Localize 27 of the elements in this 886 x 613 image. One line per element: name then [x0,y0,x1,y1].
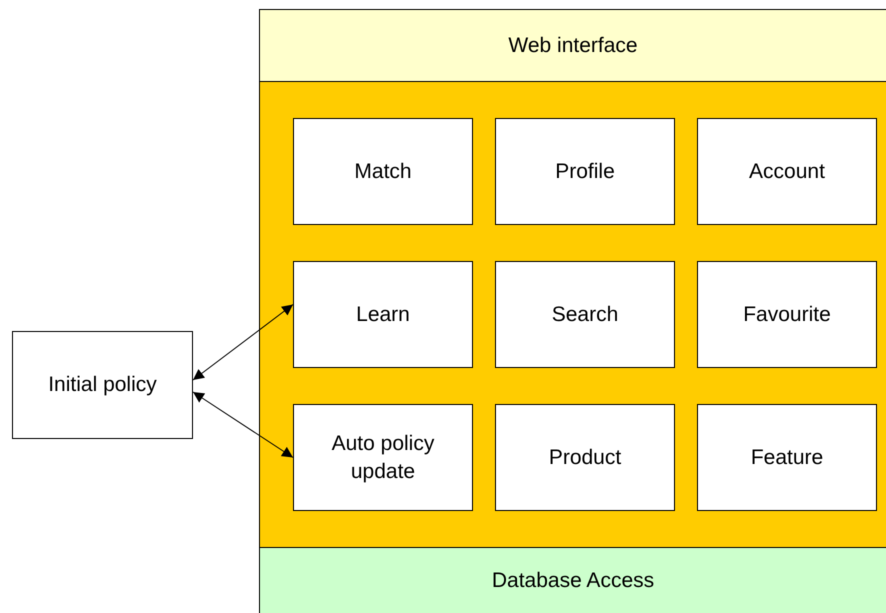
node-label: Database Access [492,568,654,594]
node-label: Search [552,302,618,328]
node-label: Feature [750,444,824,471]
node-label: Web interface [508,32,638,59]
module-box [293,261,473,368]
node-label: Initial policy [48,372,157,398]
module-box [697,261,877,368]
node-label: Product [548,444,622,471]
arrow [192,304,294,380]
layer-band [259,9,886,82]
layer-band [259,547,886,613]
node-label: Favourite [743,302,831,328]
module-box [293,404,473,511]
module-box [697,404,877,511]
module-box [293,118,473,225]
node-label: Profile [555,158,615,185]
node-label: Match [354,158,412,185]
node-label: Account [749,158,825,185]
module-box [495,261,675,368]
module-box [495,118,675,225]
node-label: Learn [356,302,410,328]
module-box [697,118,877,225]
module-box [495,404,675,511]
node-label: Auto policy update [330,431,436,484]
module-panel [259,81,886,548]
module-box [12,331,193,439]
arrow [192,392,294,458]
